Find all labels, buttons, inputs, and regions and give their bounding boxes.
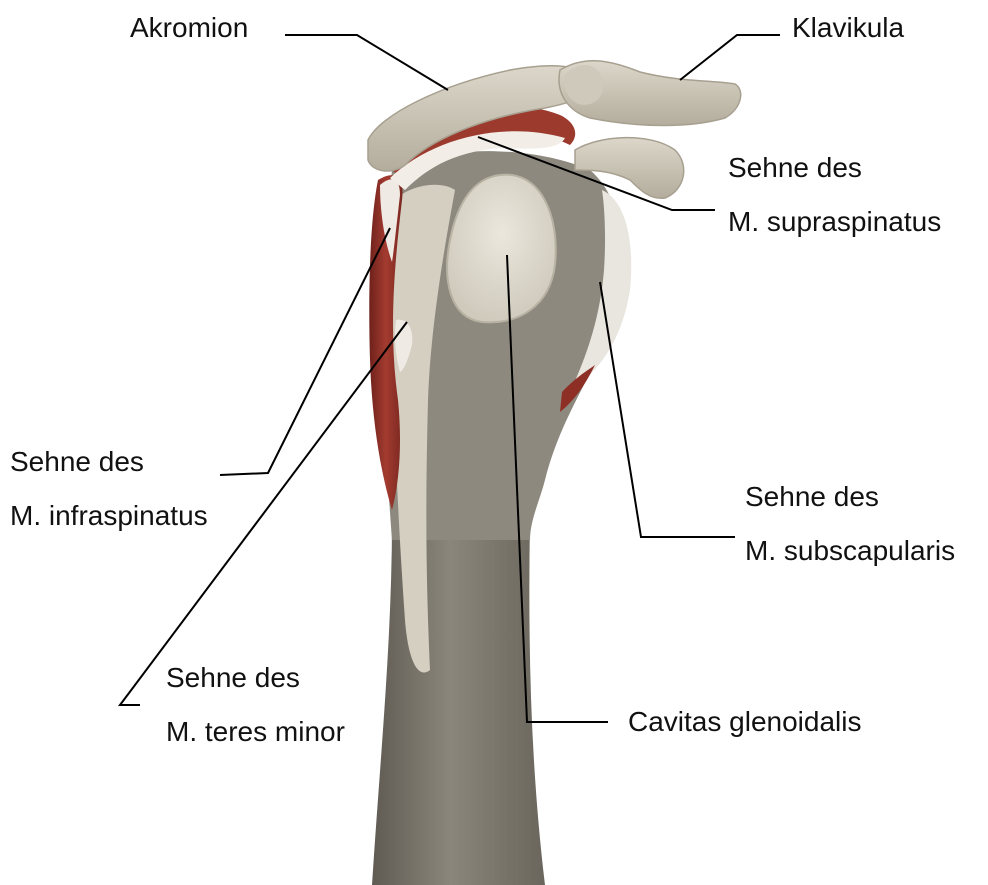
label-infraspinatus-line2: M. infraspinatus (10, 500, 208, 532)
label-infraspinatus-line1: Sehne des (10, 446, 144, 478)
label-teres-minor-line1: Sehne des (166, 662, 300, 694)
humerus-shaft (372, 520, 545, 885)
label-klavikula: Klavikula (792, 12, 904, 44)
label-cavitas-glenoidalis: Cavitas glenoidalis (628, 706, 861, 738)
label-subscapularis-line2: M. subscapularis (745, 535, 955, 567)
leader-klavikula (680, 35, 780, 80)
leader-akromion (285, 35, 448, 90)
label-subscapularis-line1: Sehne des (745, 481, 879, 513)
label-supraspinatus-line1: Sehne des (728, 152, 862, 184)
label-supraspinatus-line2: M. supraspinatus (728, 206, 941, 238)
label-akromion: Akromion (130, 12, 248, 44)
label-teres-minor-line2: M. teres minor (166, 716, 345, 748)
leader-infraspinatus (220, 228, 390, 475)
